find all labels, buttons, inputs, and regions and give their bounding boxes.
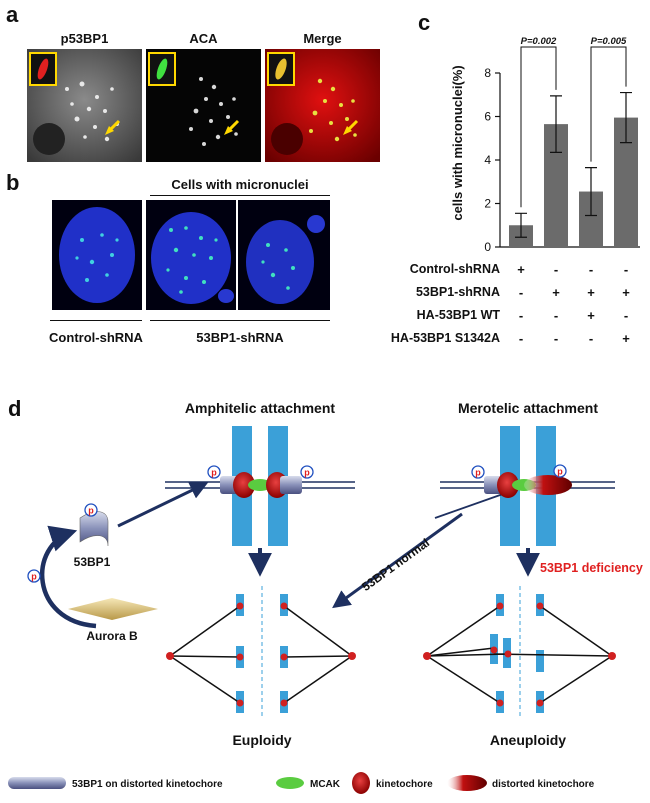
error-bar-2 [550,95,562,153]
legend-item-distorted-kinetochore: distorted kinetochore [447,775,595,791]
panel-label-c: c [418,10,431,35]
svg-text:MCAK: MCAK [310,779,341,790]
aurora-b-label: Aurora B [86,629,138,643]
label-53bp1-normal: 53BP1 normal [359,536,432,594]
condition-mark: - [553,308,559,323]
svg-text:p: p [557,467,563,477]
curved-arrow-phosphorylation [39,525,97,629]
panel-label-d: d [8,396,22,421]
model-diagram: Amphitelic attachment Merotelic attachme… [8,400,643,794]
svg-text:distorted kinetochore: distorted kinetochore [492,779,595,790]
53bp1-label: 53BP1 [74,555,111,569]
control-line [50,320,142,321]
p-value-label-2: P=0.005 [591,36,627,47]
svg-text:p: p [475,468,481,478]
significance-bracket-2 [590,46,627,162]
micrograph-control [52,200,142,310]
significance-bracket-1 [520,46,557,208]
micrograph-p53bp1 [27,49,142,162]
condition-mark: + [587,308,595,323]
condition-mark: - [588,262,594,277]
group-line-top [150,195,330,196]
condition-mark: - [623,262,629,277]
p-value-label-1: P=0.002 [521,36,557,47]
svg-text:p: p [31,572,37,582]
control-shrna-label: Control-shRNA [49,330,143,345]
error-bar-3 [585,167,597,217]
phosphorylation-cycle: p 53BP1 p Aurora B [27,482,209,643]
image-title-merge: Merge [303,31,342,46]
legend-item-mcak: MCAK [276,777,341,790]
condition-mark: + [552,285,560,300]
euploidy-spindle [166,586,356,716]
svg-text:53BP1 on distorted kinetochore: 53BP1 on distorted kinetochore [72,779,223,790]
condition-mark: - [553,331,559,346]
y-axis-label: cells with micronuclei(%) [450,65,465,220]
condition-mark: - [623,308,629,323]
condition-mark: + [622,331,630,346]
knockdown-line [150,320,330,321]
panel-label-b: b [6,170,20,195]
amphitelic-title: Amphitelic attachment [185,400,335,416]
aneuploidy-spindle [423,586,616,716]
condition-mark: - [518,331,524,346]
legend: 53BP1 on distorted kinetochore MCAK kine… [8,772,595,794]
condition-label-53bp1-shrna: 53BP1-shRNA [415,285,500,299]
svg-text:kinetochore: kinetochore [376,779,433,790]
y-tick-label: 4 [484,153,491,167]
merotelic-title: Merotelic attachment [458,400,598,416]
bar-chart: cells with micronuclei(%) 0 2 4 6 8 P=0.002 P… [450,36,640,254]
error-bar-1 [515,212,527,238]
euploidy-label: Euploidy [232,732,291,748]
micrograph-aca [146,49,261,162]
svg-text:p: p [211,468,217,478]
image-title-p53bp1: p53BP1 [60,31,109,46]
condition-mark: + [517,262,525,277]
legend-item-53bp1-distorted: 53BP1 on distorted kinetochore [8,777,223,790]
image-title-aca: ACA [189,31,218,46]
micrograph-merge [265,49,380,162]
micrograph-micronuclei-1 [146,200,236,310]
condition-label-ha-wt: HA-53BP1 WT [416,308,500,322]
condition-mark: - [553,262,559,277]
label-53bp1-deficiency: 53BP1 deficiency [540,561,643,575]
group-label-micronuclei: Cells with micronuclei [171,177,309,192]
aurora-b-icon [68,598,158,620]
amphitelic-chromosome: p p [165,426,355,546]
condition-mark: - [518,308,524,323]
condition-mark: - [588,331,594,346]
panel-label-a: a [6,2,19,27]
micrograph-micronuclei-2 [238,200,330,310]
svg-text:p: p [88,506,94,516]
y-tick-label: 2 [484,197,491,211]
y-tick-label: 0 [484,240,491,254]
error-bar-4 [620,91,632,144]
condition-mark: + [622,285,630,300]
knockdown-shrna-label: 53BP1-shRNA [196,330,284,345]
condition-mark: - [518,285,524,300]
condition-mark: + [587,285,595,300]
merotelic-chromosome: p p [434,426,615,546]
aneuploidy-label: Aneuploidy [490,732,566,748]
y-tick-label: 6 [484,110,491,124]
arrow-to-amphitelic [117,482,209,528]
svg-text:p: p [304,468,310,478]
legend-item-kinetochore: kinetochore [352,772,433,794]
condition-label-control: Control-shRNA [409,262,500,276]
53bp1-protein-icon [79,511,109,547]
y-tick-label: 8 [484,66,491,80]
condition-label-ha-s1342a: HA-53BP1 S1342A [390,331,500,345]
arrow-53bp1-normal [332,512,463,609]
